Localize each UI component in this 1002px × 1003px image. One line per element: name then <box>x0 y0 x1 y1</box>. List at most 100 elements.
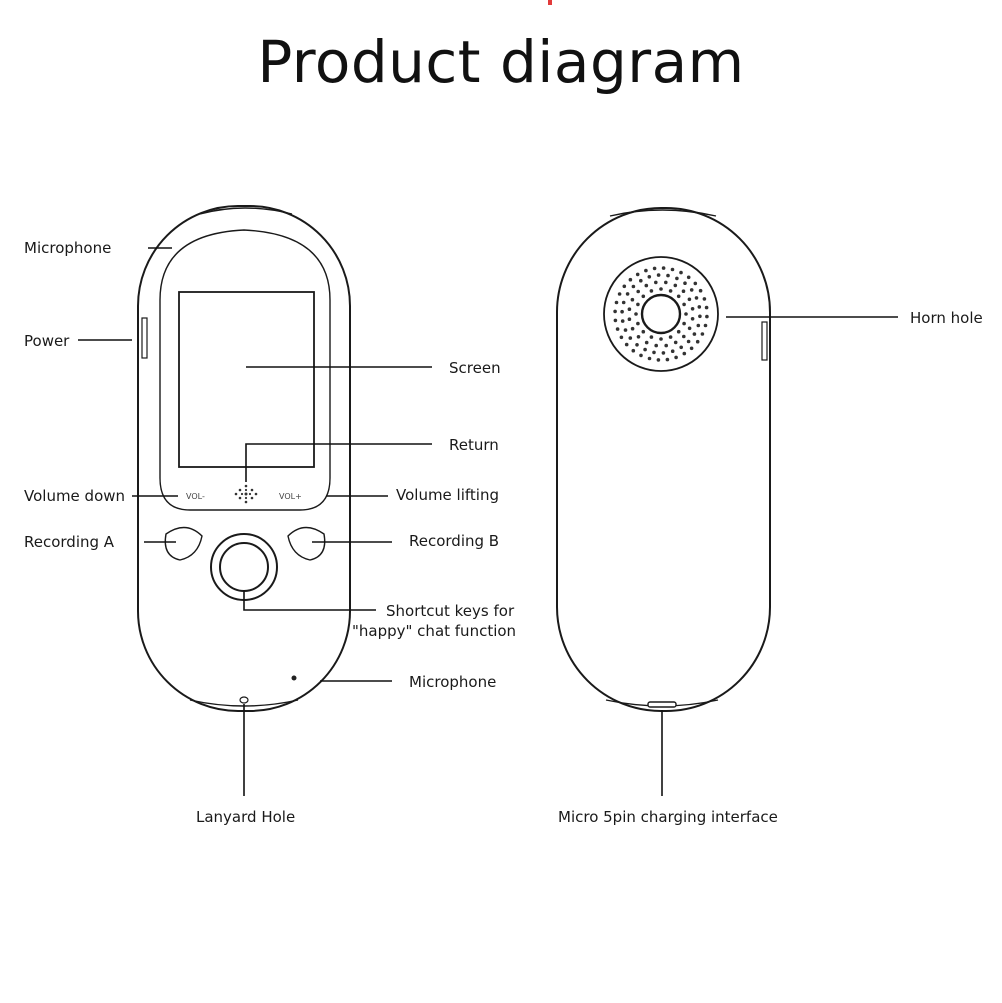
return-key-icon <box>234 484 258 504</box>
grille-dot <box>689 288 694 292</box>
grille-dot <box>644 268 648 273</box>
grille-dot <box>668 335 673 339</box>
grille-dot <box>639 278 643 283</box>
grille-dot <box>694 296 699 300</box>
horn-hole-dots <box>613 266 709 362</box>
shortcut-key-inner <box>219 542 269 592</box>
grille-dot <box>679 270 683 275</box>
grille-dot <box>621 300 626 305</box>
grille-dot <box>622 284 627 289</box>
label-horn-hole: Horn hole <box>910 309 983 327</box>
grille-dot <box>647 356 652 361</box>
grille-dot <box>704 305 709 310</box>
grille-dot <box>636 302 640 307</box>
front-screen <box>178 291 315 468</box>
front-top-seam <box>199 207 293 215</box>
grille-dot <box>636 321 640 326</box>
grille-dot <box>675 276 679 281</box>
grille-dot <box>620 309 624 314</box>
grille-dot <box>619 335 624 340</box>
grille-dot <box>628 277 633 282</box>
grille-dot <box>683 281 687 286</box>
grille-dot <box>682 351 687 356</box>
grille-dot <box>670 349 675 354</box>
grille-dot <box>679 345 683 350</box>
grille-dot <box>631 348 636 353</box>
grille-dot <box>705 314 709 319</box>
grille-dot <box>690 307 695 311</box>
grille-dot <box>644 340 649 345</box>
grille-dot <box>666 273 670 278</box>
grille-dot <box>686 339 691 344</box>
power-button <box>141 317 148 359</box>
grille-dot <box>687 297 692 302</box>
grille-dot <box>687 326 692 331</box>
grille-dot <box>703 323 708 328</box>
grille-dot <box>634 312 638 316</box>
grille-dot <box>690 317 695 321</box>
label-power: Power <box>24 332 70 350</box>
label-charging-interface: Micro 5pin charging interface <box>558 808 778 826</box>
grille-dot <box>697 305 702 309</box>
grille-dot <box>670 267 675 272</box>
grille-dot <box>613 318 618 323</box>
grille-dot <box>624 342 629 347</box>
grille-dot <box>695 339 700 344</box>
grille-dot <box>635 272 640 277</box>
grille-dot <box>631 284 636 289</box>
grille-dot <box>664 280 668 285</box>
label-recording-a: Recording A <box>24 533 115 551</box>
front-face-plate <box>159 229 331 511</box>
grille-dot <box>661 266 666 270</box>
vol-minus-text: VOL- <box>186 492 205 501</box>
grille-dot <box>698 314 702 319</box>
top-accent-mark <box>548 0 552 5</box>
grille-dot <box>692 332 697 336</box>
grille-dot <box>656 273 661 277</box>
grille-dot <box>689 346 694 351</box>
grille-dot <box>620 319 625 323</box>
label-screen: Screen <box>449 359 501 377</box>
grille-dot <box>652 350 656 355</box>
label-recording-b: Recording B <box>409 532 499 550</box>
grille-dot <box>654 280 658 285</box>
label-microphone-top: Microphone <box>24 239 111 257</box>
grille-dot <box>654 343 658 348</box>
grille-dot <box>682 302 686 307</box>
grille-dot <box>673 340 678 345</box>
grille-dot <box>641 329 646 334</box>
grille-dot <box>676 294 681 299</box>
grille-dot <box>643 347 647 352</box>
grille-dot <box>628 336 633 340</box>
grille-dot <box>656 358 661 362</box>
grille-dot <box>693 281 698 286</box>
page-title: Product diagram <box>257 28 745 96</box>
label-volume-lifting: Volume lifting <box>396 486 499 504</box>
back-leader-lines <box>661 316 898 796</box>
horn-hole-center <box>640 293 682 335</box>
grille-dot <box>652 266 657 271</box>
grille-dot <box>674 355 678 360</box>
grille-dot <box>665 357 670 362</box>
front-leader-lines <box>78 247 432 796</box>
grille-dot <box>676 329 681 334</box>
grille-dot <box>635 343 639 347</box>
grille-dot <box>636 289 640 294</box>
grille-dot <box>696 323 701 328</box>
recording-a-key <box>164 526 203 561</box>
recording-b-key <box>287 526 326 561</box>
grille-dot <box>682 334 686 339</box>
grille-dot <box>659 337 663 341</box>
grille-dot <box>625 292 630 296</box>
grille-dot <box>668 289 673 293</box>
grille-dot <box>647 275 652 279</box>
label-lanyard-hole: Lanyard Hole <box>196 808 295 826</box>
grille-dot <box>664 343 668 348</box>
grille-dot <box>673 283 678 288</box>
grille-dot <box>639 353 643 358</box>
label-volume-down: Volume down <box>24 487 125 505</box>
grille-dot <box>615 327 620 331</box>
label-microphone-bottom: Microphone <box>409 673 496 691</box>
back-top-seam <box>609 209 717 217</box>
